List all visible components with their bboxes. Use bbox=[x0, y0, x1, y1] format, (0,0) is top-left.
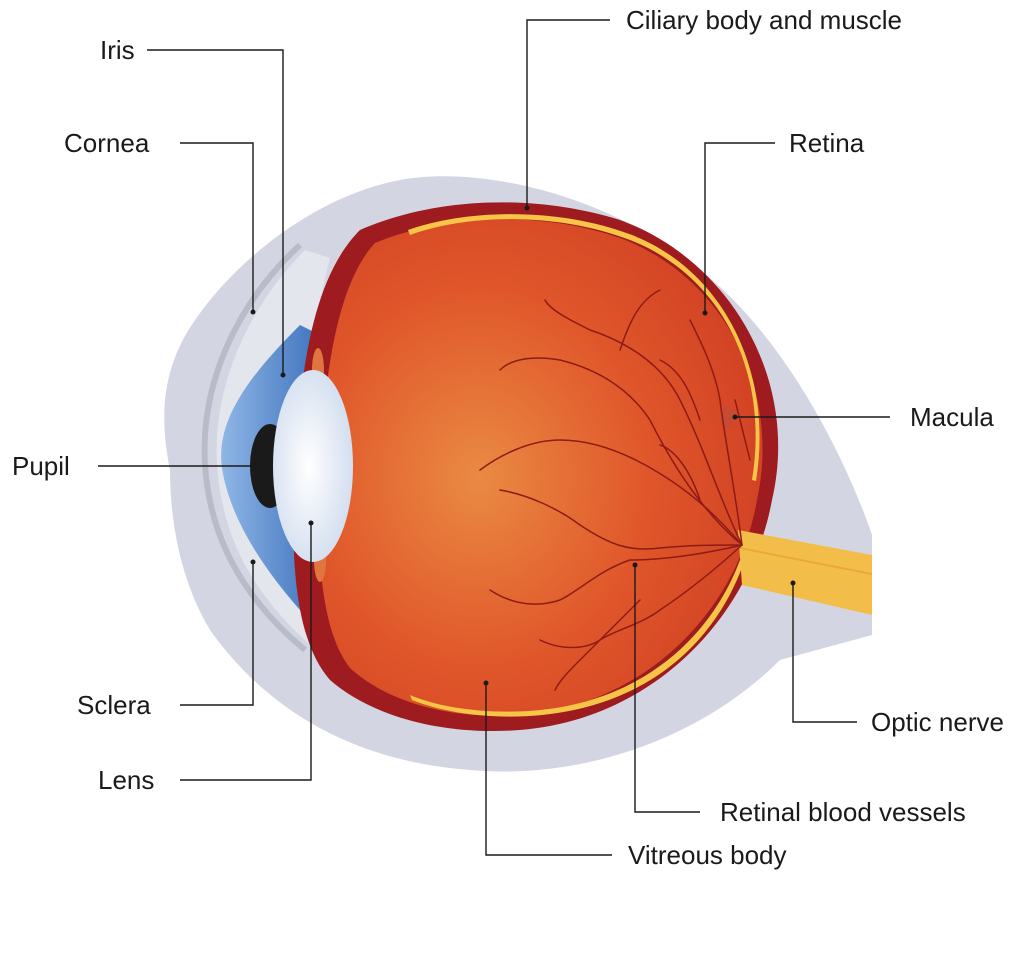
label-lens: Lens bbox=[98, 767, 154, 793]
label-vitreous-body: Vitreous body bbox=[628, 842, 787, 868]
label-pupil: Pupil bbox=[12, 453, 70, 479]
label-sclera: Sclera bbox=[77, 692, 151, 718]
label-cornea: Cornea bbox=[64, 130, 149, 156]
label-ciliary-body: Ciliary body and muscle bbox=[626, 7, 902, 33]
label-retina: Retina bbox=[789, 130, 864, 156]
label-macula: Macula bbox=[910, 404, 994, 430]
lens-shape bbox=[273, 370, 353, 562]
label-iris: Iris bbox=[100, 37, 135, 63]
label-optic-nerve: Optic nerve bbox=[871, 709, 1004, 735]
label-retinal-blood-vessels: Retinal blood vessels bbox=[720, 799, 966, 825]
